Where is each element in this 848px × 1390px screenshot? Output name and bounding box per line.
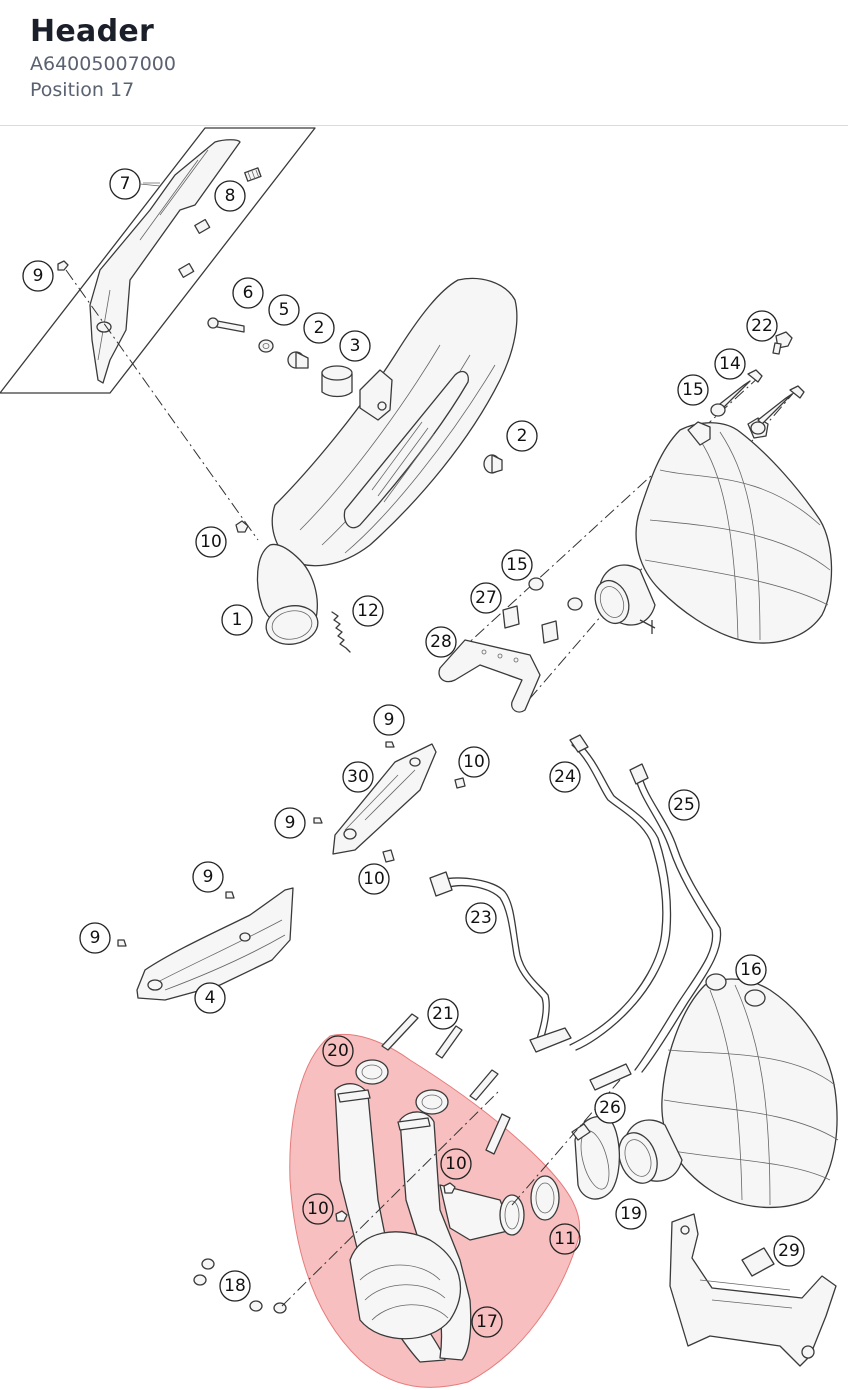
callout-24[interactable]: 24	[549, 761, 581, 793]
callout-29[interactable]: 29	[773, 1235, 805, 1267]
svg-text:24: 24	[554, 767, 576, 787]
callout-17[interactable]: 17	[471, 1306, 503, 1338]
svg-text:12: 12	[357, 601, 379, 621]
svg-text:9: 9	[33, 266, 44, 286]
svg-text:15: 15	[506, 555, 528, 575]
callout-10[interactable]: 10	[195, 526, 227, 558]
position-label: Position 17	[30, 79, 135, 101]
callout-9[interactable]: 9	[274, 807, 306, 839]
svg-text:10: 10	[363, 869, 385, 889]
callout-23[interactable]: 23	[465, 902, 497, 934]
callout-9[interactable]: 9	[373, 704, 405, 736]
callout-10[interactable]: 10	[358, 863, 390, 895]
svg-text:6: 6	[243, 283, 254, 303]
svg-text:29: 29	[778, 1241, 800, 1261]
svg-text:16: 16	[740, 960, 762, 980]
page-title: Header	[30, 14, 155, 49]
svg-text:11: 11	[554, 1229, 576, 1249]
svg-text:15: 15	[682, 380, 704, 400]
svg-text:10: 10	[445, 1154, 467, 1174]
part-number: A64005007000	[30, 53, 176, 75]
callout-11[interactable]: 11	[549, 1223, 581, 1255]
svg-text:21: 21	[432, 1004, 454, 1024]
svg-text:10: 10	[307, 1199, 329, 1219]
page-header: Header A64005007000 Position 17	[0, 0, 848, 126]
callout-18[interactable]: 18	[219, 1270, 251, 1302]
mounting-hardware-group	[207, 317, 503, 533]
svg-text:19: 19	[620, 1204, 642, 1224]
svg-text:9: 9	[90, 928, 101, 948]
callout-12[interactable]: 12	[352, 595, 384, 627]
svg-text:10: 10	[200, 532, 222, 552]
svg-text:1: 1	[232, 610, 243, 630]
callout-15[interactable]: 15	[677, 374, 709, 406]
callout-16[interactable]: 16	[735, 954, 767, 986]
callout-15[interactable]: 15	[501, 549, 533, 581]
header-pipes-group[interactable]	[193, 1013, 560, 1363]
svg-text:10: 10	[463, 752, 485, 772]
sensor-wires-group	[429, 734, 722, 1155]
callout-4[interactable]: 4	[194, 982, 226, 1014]
svg-text:25: 25	[673, 795, 695, 815]
svg-text:14: 14	[719, 354, 741, 374]
callout-26[interactable]: 26	[594, 1092, 626, 1124]
svg-text:8: 8	[225, 186, 236, 206]
callout-10[interactable]: 10	[440, 1148, 472, 1180]
callout-1[interactable]: 1	[221, 604, 253, 636]
callout-21[interactable]: 21	[427, 998, 459, 1030]
callout-27[interactable]: 27	[470, 582, 502, 614]
lower-bracket-group	[669, 1213, 837, 1367]
callout-8[interactable]: 8	[214, 180, 246, 212]
svg-text:2: 2	[517, 426, 528, 446]
callout-3[interactable]: 3	[339, 330, 371, 362]
middle-shields-group	[117, 741, 466, 1001]
svg-text:7: 7	[120, 174, 131, 194]
svg-text:23: 23	[470, 908, 492, 928]
callout-7[interactable]: 7	[109, 168, 141, 200]
callout-22[interactable]: 22	[746, 310, 778, 342]
svg-text:9: 9	[384, 710, 395, 730]
svg-text:28: 28	[430, 632, 452, 652]
bracket-group	[438, 577, 583, 713]
heat-shield-group	[0, 127, 316, 394]
callout-10[interactable]: 10	[458, 746, 490, 778]
svg-text:4: 4	[205, 988, 216, 1008]
callout-6[interactable]: 6	[232, 277, 264, 309]
svg-text:22: 22	[751, 316, 773, 336]
svg-text:9: 9	[285, 813, 296, 833]
callout-5[interactable]: 5	[268, 294, 300, 326]
callout-10[interactable]: 10	[302, 1193, 334, 1225]
muffler-group	[256, 277, 518, 653]
catalyst-lower-group	[571, 973, 839, 1208]
callout-9[interactable]: 9	[22, 260, 54, 292]
svg-text:3: 3	[350, 336, 361, 356]
svg-text:17: 17	[476, 1312, 498, 1332]
svg-text:20: 20	[327, 1041, 349, 1061]
callout-25[interactable]: 25	[668, 789, 700, 821]
svg-text:30: 30	[347, 767, 369, 787]
callout-9[interactable]: 9	[192, 861, 224, 893]
callout-2[interactable]: 2	[303, 312, 335, 344]
svg-text:9: 9	[203, 867, 214, 887]
svg-text:18: 18	[224, 1276, 246, 1296]
callout-20[interactable]: 20	[322, 1035, 354, 1067]
callout-2[interactable]: 2	[506, 420, 538, 452]
callout-28[interactable]: 28	[425, 626, 457, 658]
svg-text:26: 26	[599, 1098, 621, 1118]
callout-30[interactable]: 30	[342, 761, 374, 793]
svg-text:2: 2	[314, 318, 325, 338]
callout-14[interactable]: 14	[714, 348, 746, 380]
svg-text:5: 5	[279, 300, 290, 320]
catalyst-upper-group	[594, 331, 833, 644]
svg-text:27: 27	[475, 588, 497, 608]
callout-19[interactable]: 19	[615, 1198, 647, 1230]
callout-9[interactable]: 9	[79, 922, 111, 954]
